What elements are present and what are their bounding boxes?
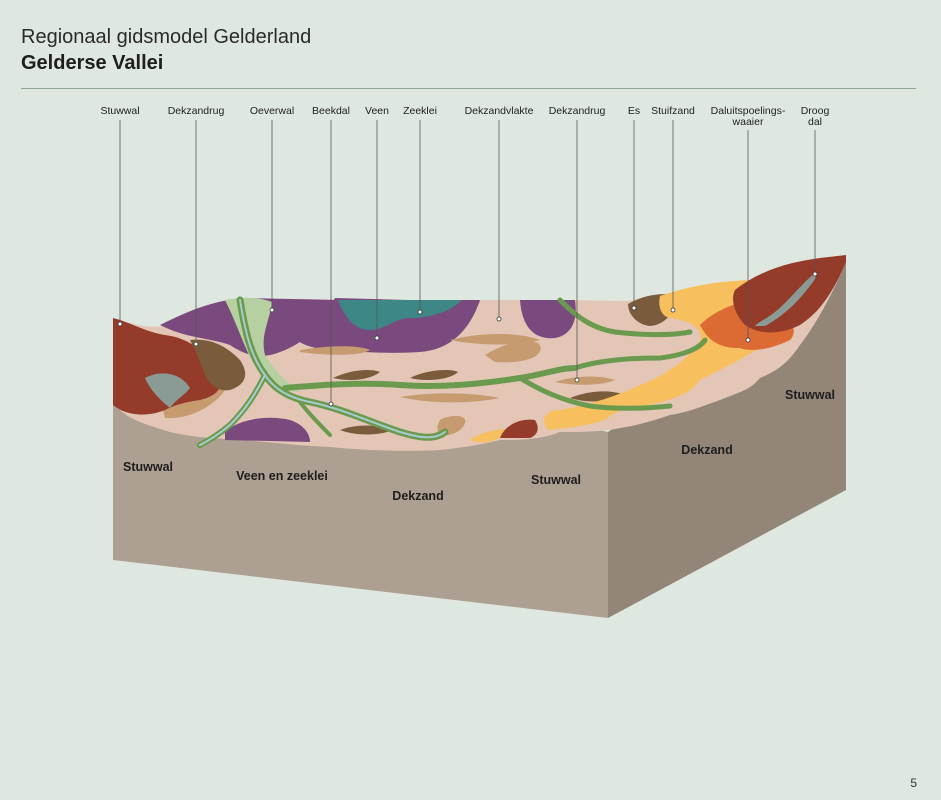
block-label-stuwwal-side: Stuwwal: [785, 388, 835, 402]
block-label-dekzand-side: Dekzand: [681, 443, 732, 457]
block-label-veen-en-zeeklei: Veen en zeeklei: [236, 469, 328, 483]
page-number: 5: [910, 776, 917, 790]
block-label-stuwwal-left: Stuwwal: [123, 460, 173, 474]
block-label-stuwwal-front: Stuwwal: [531, 473, 581, 487]
block-label-dekzand-front: Dekzand: [392, 489, 443, 503]
